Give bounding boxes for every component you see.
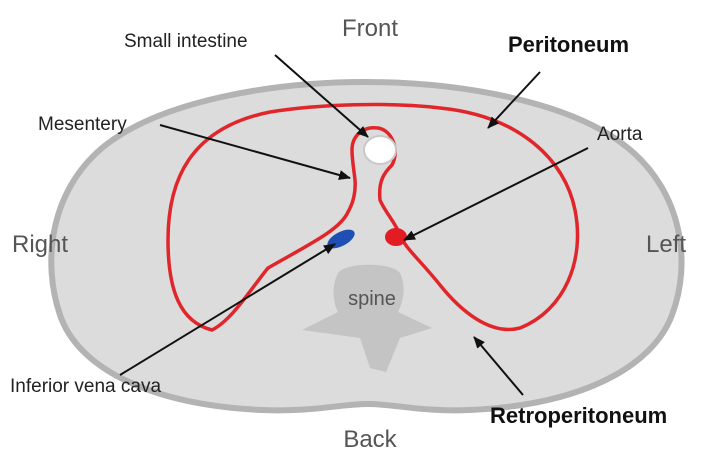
aorta-vessel [385, 228, 407, 246]
body-cross-section [51, 82, 681, 410]
direction-front-label: Front [342, 15, 398, 42]
direction-back-label: Back [343, 426, 397, 452]
spine-label: spine [348, 288, 396, 310]
retroperitoneum-label: Retroperitoneum [490, 403, 667, 428]
small-intestine-label: Small intestine [124, 31, 248, 52]
direction-right-label: Right [12, 231, 68, 258]
small-intestine-loop [364, 136, 396, 164]
mesentery-label: Mesentery [38, 114, 127, 135]
direction-left-label: Left [646, 231, 686, 258]
inferior-vena-cava-label: Inferior vena cava [10, 376, 161, 397]
peritoneum-label: Peritoneum [508, 32, 629, 57]
aorta-label: Aorta [597, 124, 643, 145]
